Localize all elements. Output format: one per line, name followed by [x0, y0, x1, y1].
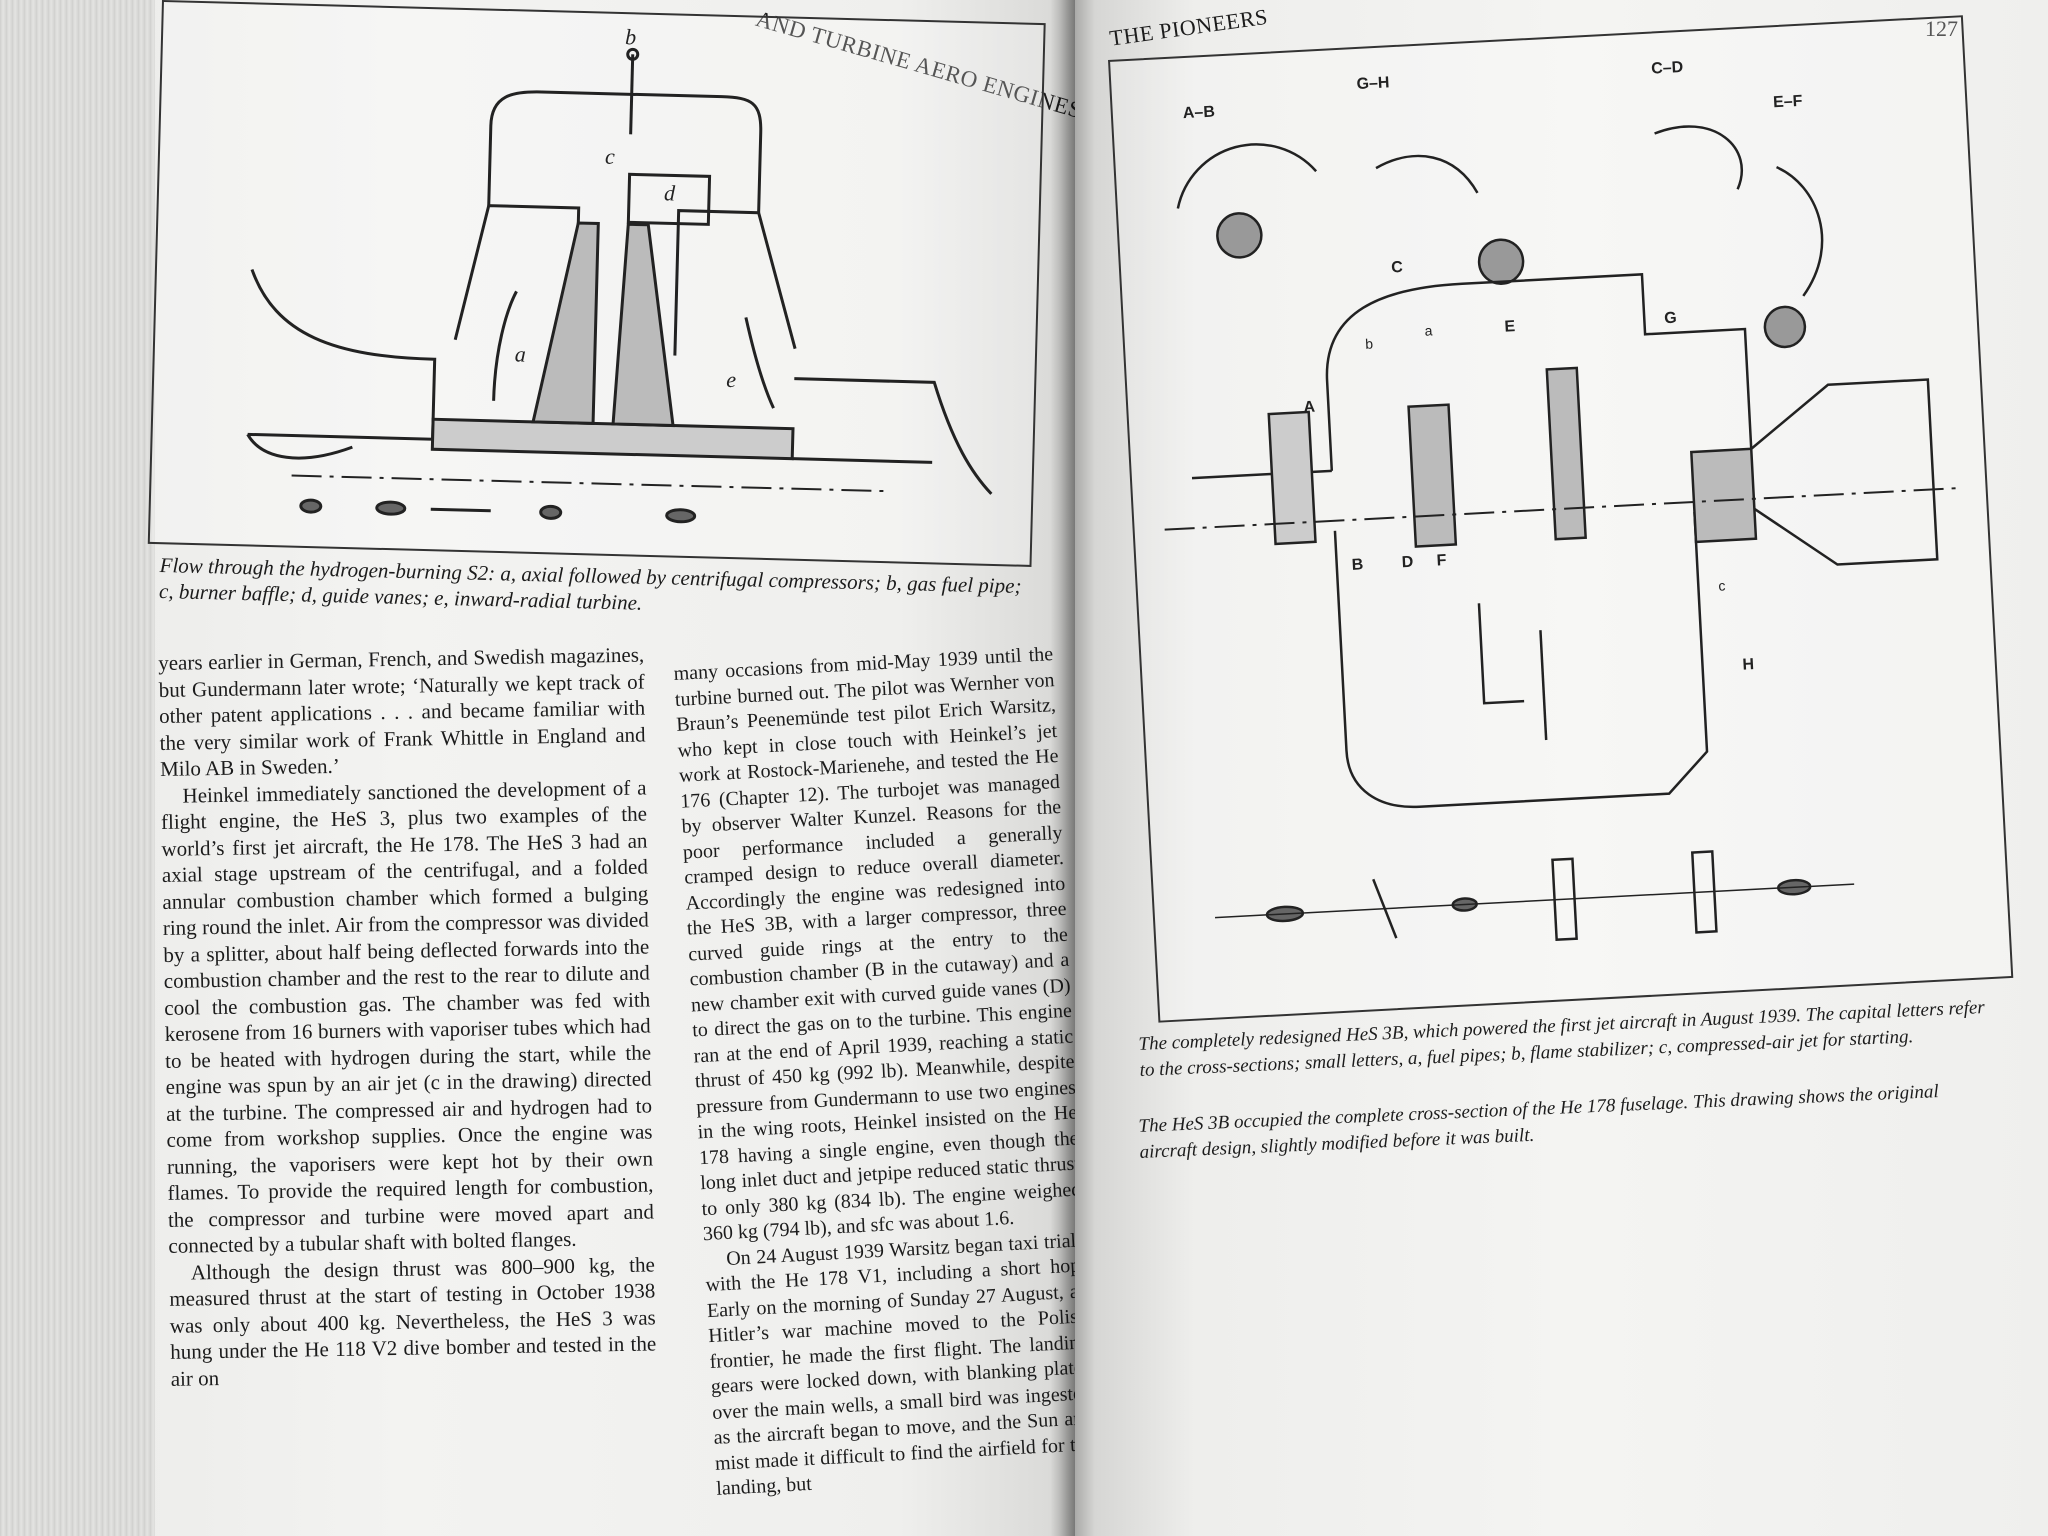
section-label-f: F — [1436, 552, 1447, 570]
paragraph: Although the design thrust was 800–900 k… — [169, 1251, 657, 1391]
hes3b-diagram: A–B G–H C–D E–F C E G A B D F H a b c — [1108, 15, 2014, 1023]
label-b: b — [625, 24, 637, 49]
section-label-gh: G–H — [1356, 74, 1390, 93]
section-label-h: H — [1742, 656, 1754, 674]
small-label-c: c — [1718, 577, 1726, 593]
label-a: a — [515, 341, 527, 366]
label-d: d — [664, 180, 677, 205]
section-label-cd: C–D — [1651, 59, 1684, 78]
page-edges — [0, 0, 155, 1536]
s2-engine-drawing: b c d a e — [246, 24, 993, 524]
section-label-ab: A–B — [1182, 103, 1215, 122]
section-label-g: G — [1664, 310, 1677, 328]
paragraph: years earlier in German, French, and Swe… — [158, 642, 646, 781]
label-c: c — [605, 144, 616, 169]
section-label-d: D — [1401, 554, 1413, 572]
text-column-1: years earlier in German, French, and Swe… — [158, 642, 657, 1392]
section-label-b: B — [1351, 556, 1363, 574]
paragraph: many occasions from mid-May 1939 until t… — [673, 643, 1075, 1246]
section-label-c: C — [1391, 259, 1404, 277]
left-page: AND TURBINE AERO ENGINES — [0, 0, 1075, 1536]
text-column-2: many occasions from mid-May 1939 until t… — [673, 642, 1075, 1502]
section-label-e: E — [1504, 318, 1516, 336]
small-label-a: a — [1424, 322, 1433, 338]
small-label-b: b — [1365, 336, 1374, 352]
s2-engine-diagram: b c d a e — [147, 0, 1046, 567]
page-number: 127 — [1925, 16, 1958, 41]
section-label-ef: E–F — [1773, 93, 1803, 112]
paragraph: Heinkel immediately sanctioned the devel… — [160, 774, 655, 1258]
paragraph: On 24 August 1939 Warsitz began taxi tri… — [705, 1228, 1075, 1500]
section-label-a: A — [1303, 399, 1316, 417]
label-e: e — [726, 367, 737, 392]
hes3b-drawing: A–B G–H C–D E–F C E G A B D F H a b c — [1164, 59, 1964, 942]
